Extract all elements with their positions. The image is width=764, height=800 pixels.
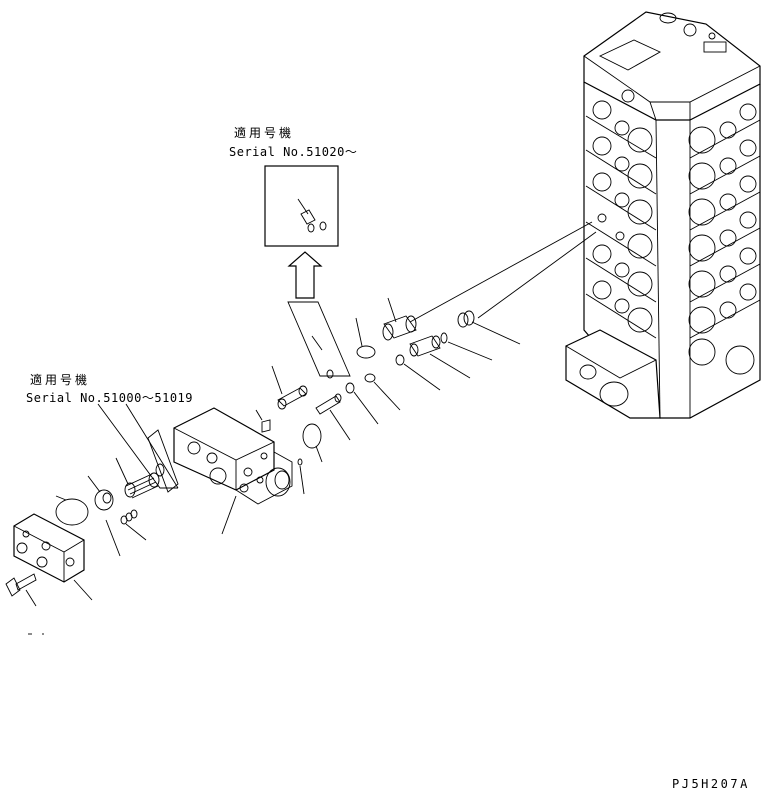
spring: [124, 472, 160, 499]
up-arrow-icon: [287, 251, 323, 299]
small-cap: [261, 419, 271, 433]
adapter-fitting: [409, 332, 448, 357]
piston-rod: [277, 385, 308, 410]
serial-label-top: Serial No.51020～: [229, 145, 357, 159]
bolt: [5, 573, 37, 597]
applicable-label-left: 適用号機: [30, 372, 90, 387]
cover-plate: [13, 513, 85, 583]
spool-bolt: [315, 393, 342, 415]
valve-section-block: [147, 407, 293, 505]
control-valve-assembly: [565, 11, 761, 419]
gasket-plate: [287, 301, 351, 377]
plug-fitting: [457, 310, 475, 328]
fitting-sleeve: [382, 315, 417, 341]
o-ring: [356, 345, 376, 359]
poppet: [94, 489, 114, 511]
small-spring: [120, 509, 138, 525]
o-ring-large: [55, 498, 89, 526]
o-ring: [395, 354, 405, 366]
figure-code: PJ5H207A: [672, 777, 750, 791]
detail-box-top: [264, 165, 339, 247]
o-ring: [302, 423, 322, 449]
serial-label-left: Serial No.51000～51019: [26, 391, 193, 405]
applicable-label-top: 適用号機: [234, 125, 294, 140]
